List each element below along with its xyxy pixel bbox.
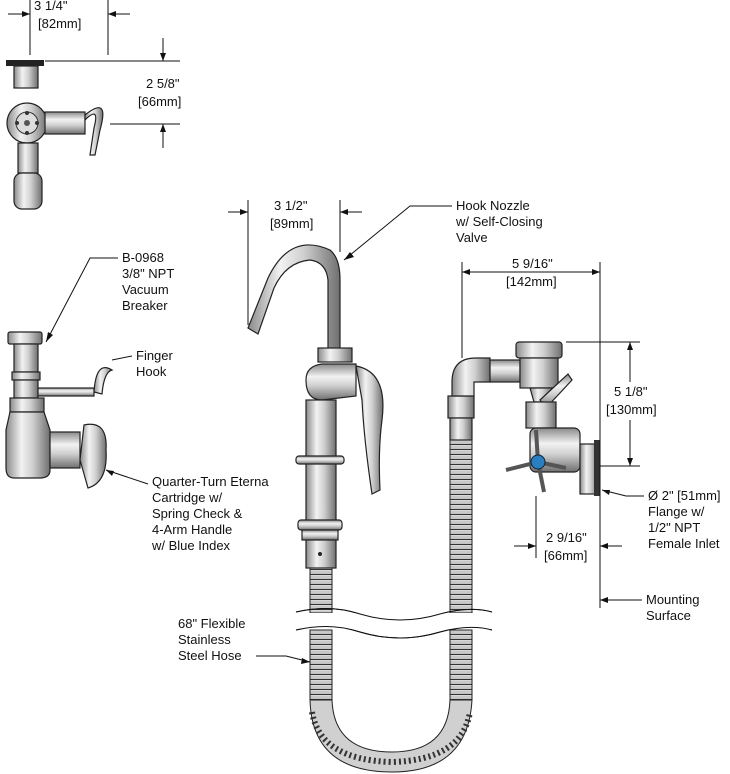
valve-height-imperial: 5 1/8" xyxy=(614,384,648,399)
callout-flange: Ø 2" [51mm] Flange w/ 1/2" NPT Female In… xyxy=(601,488,721,551)
valve-width-imperial: 5 9/16" xyxy=(512,256,553,271)
flange-offset-metric: [66mm] xyxy=(544,548,587,563)
svg-text:Finger: Finger xyxy=(136,348,174,363)
top-height-metric: [66mm] xyxy=(138,94,181,109)
side-view-faucet xyxy=(5,331,114,489)
svg-text:Steel Hose: Steel Hose xyxy=(178,648,242,663)
nozzle-width-dimension: 3 1/2" [89mm] xyxy=(228,198,362,325)
flange-offset-dimension: 2 9/16" [66mm] xyxy=(514,496,622,563)
valve-width-metric: [142mm] xyxy=(506,274,557,289)
svg-text:1/2" NPT: 1/2" NPT xyxy=(648,520,700,535)
valve-width-dimension: 5 9/16" [142mm] xyxy=(461,256,601,608)
svg-text:Hook: Hook xyxy=(136,364,167,379)
wall-valve-assembly xyxy=(451,341,600,496)
nozzle-width-metric: [89mm] xyxy=(270,216,313,231)
callout-mounting-surface: Mounting Surface xyxy=(600,592,699,623)
svg-text:Surface: Surface xyxy=(646,608,691,623)
valve-height-dimension: 5 1/8" [130mm] xyxy=(566,341,662,467)
svg-text:Stainless: Stainless xyxy=(178,632,231,647)
top-view-faucet: 3 1/4" [82mm] 2 5/8" [66mm] xyxy=(6,0,181,210)
svg-text:Mounting: Mounting xyxy=(646,592,699,607)
top-width-imperial: 3 1/4" xyxy=(34,0,68,13)
svg-text:68" Flexible: 68" Flexible xyxy=(178,616,245,631)
svg-text:Quarter-Turn Eterna: Quarter-Turn Eterna xyxy=(152,474,269,489)
svg-text:Female Inlet: Female Inlet xyxy=(648,536,720,551)
blue-index-icon xyxy=(530,454,546,470)
svg-text:Flange w/: Flange w/ xyxy=(648,504,705,519)
callout-vacuum-breaker: B-0968 3/8" NPT Vacuum Breaker xyxy=(45,250,174,343)
svg-text:Vacuum: Vacuum xyxy=(122,282,169,297)
svg-text:Hook Nozzle: Hook Nozzle xyxy=(456,198,530,213)
svg-text:B-0968: B-0968 xyxy=(122,250,164,265)
svg-text:w/ Self-Closing: w/ Self-Closing xyxy=(455,214,543,229)
svg-text:4-Arm Handle: 4-Arm Handle xyxy=(152,522,232,537)
hook-nozzle-assembly xyxy=(247,244,384,569)
valve-height-metric: [130mm] xyxy=(606,402,657,417)
svg-text:Breaker: Breaker xyxy=(122,298,168,313)
top-height-imperial: 2 5/8" xyxy=(146,76,180,91)
svg-text:Valve: Valve xyxy=(456,230,488,245)
callout-finger-hook: Finger Hook xyxy=(111,348,174,379)
svg-text:w/ Blue Index: w/ Blue Index xyxy=(151,538,231,553)
callout-cartridge: Quarter-Turn Eterna Cartridge w/ Spring … xyxy=(105,469,269,553)
nozzle-width-imperial: 3 1/2" xyxy=(274,198,308,213)
svg-text:Ø 2" [51mm]: Ø 2" [51mm] xyxy=(648,488,721,503)
flange-offset-imperial: 2 9/16" xyxy=(546,530,587,545)
callout-hose: 68" Flexible Stainless Steel Hose xyxy=(178,616,311,664)
svg-text:Spring Check &: Spring Check & xyxy=(152,506,243,521)
callout-hook-nozzle: Hook Nozzle w/ Self-Closing Valve xyxy=(343,198,543,261)
top-width-metric: [82mm] xyxy=(38,16,81,31)
svg-text:3/8" NPT: 3/8" NPT xyxy=(122,266,174,281)
flexible-hose xyxy=(295,395,493,773)
svg-text:Cartridge w/: Cartridge w/ xyxy=(152,490,222,505)
